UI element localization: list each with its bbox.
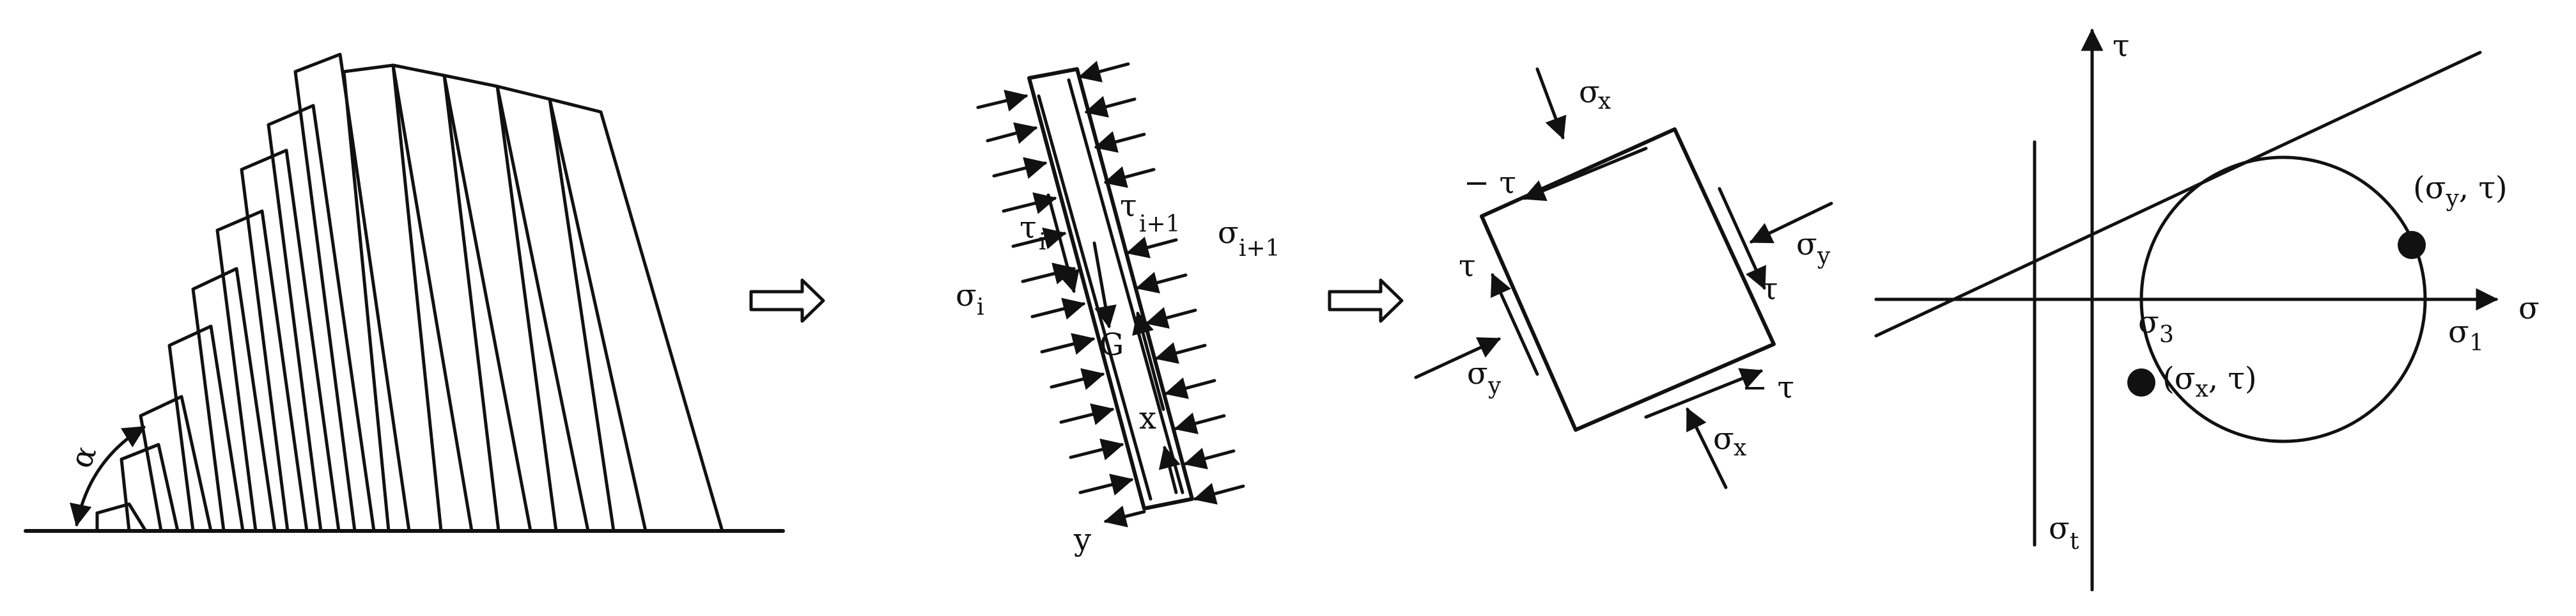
sigma-x-top-arrow [1535, 67, 1567, 140]
tau-right: τ [1761, 271, 1778, 307]
failure-envelope [1874, 51, 2482, 338]
angle-label: α [63, 441, 104, 473]
point-y-label: (σy, τ) [2413, 170, 2508, 212]
sigma-x-top-sub: x [1598, 88, 1611, 115]
sigma-i-arrows [976, 90, 1134, 496]
y-label: y [1073, 522, 1091, 558]
sigma-x-bottom: σ [1713, 421, 1734, 457]
sigma-y-left-arrow [1414, 337, 1501, 379]
sigma-i1-label: σ [1218, 215, 1239, 251]
sigma-axis-label: σ [2518, 290, 2540, 326]
tau-right-arrow [1718, 187, 1766, 290]
gravity-arrow [1092, 241, 1117, 329]
x-axis-arrow [1158, 445, 1181, 494]
rock-column [1027, 67, 1194, 510]
block-4 [167, 324, 245, 533]
tau-i1-sub: i+1 [1139, 211, 1181, 237]
tau-i1-label: τ [1120, 188, 1137, 224]
sigma-i1-arrows [1078, 60, 1245, 505]
tau-axis-label: τ [2113, 28, 2130, 64]
sigma-y-left-sub: y [1487, 373, 1501, 399]
sigma-y-right-arrow [1749, 201, 1833, 244]
tau-i-sub: i [1039, 229, 1046, 255]
point-sigma-x-tau [2127, 368, 2155, 397]
sigma-y-left: σ [1467, 356, 1488, 391]
angle-arc [70, 425, 146, 527]
rock-blocks [95, 52, 724, 533]
block-7 [240, 148, 341, 533]
sigmat-label: σ [2049, 510, 2070, 546]
hollow-arrow-1 [749, 278, 825, 323]
sigma3-label: σ [2138, 304, 2159, 340]
x-label: x [1139, 400, 1156, 436]
column-inner-left [1037, 94, 1152, 501]
point-sigma-y-tau [2398, 231, 2426, 259]
panel-block-slope: α [24, 52, 785, 533]
panel-stress-element: σ x − τ σ y τ τ σ y − τ σ x [1414, 67, 1833, 489]
tau-i-label: τ [1020, 210, 1037, 246]
sigma-i-label: σ [956, 278, 977, 313]
hollow-arrow-2 [1328, 278, 1404, 323]
block-13 [495, 84, 648, 533]
stress-element [1480, 127, 1776, 432]
neg-tau-bottom-arrow [1644, 368, 1764, 419]
sigma1-label: σ [2448, 314, 2469, 350]
block-1 [95, 502, 148, 533]
column-inner-right [1067, 78, 1184, 494]
neg-tau-bottom: − τ [1742, 370, 1794, 406]
sigma-i-sub: i [977, 294, 984, 320]
tau-left: τ [1459, 248, 1476, 284]
mohr-circle [2139, 155, 2427, 443]
block-5 [191, 267, 277, 533]
panel-column-forces: σ i σ i+1 τ i τ i+1 G x y [956, 60, 1280, 558]
gravity-label: G [1099, 327, 1124, 363]
block-14 [548, 97, 724, 533]
block-3 [139, 395, 213, 533]
sigma-x-top: σ [1579, 74, 1600, 110]
sigma-y-right-sub: y [1817, 243, 1831, 269]
point-x-label: (σx, τ) [2162, 361, 2257, 402]
neg-tau-top-arrow [1522, 146, 1648, 201]
sigma-i1-sub: i+1 [1239, 235, 1280, 262]
y-axis-arrow [1103, 505, 1146, 528]
tau-left-arrow [1491, 272, 1539, 376]
sigma-x-bottom-arrow [1686, 407, 1728, 489]
sigma-y-right: σ [1796, 226, 1817, 262]
panel-mohr-circle: τ σ σ 1 σ 3 σ t (σy, τ) (σx, τ) [1874, 28, 2540, 592]
sigmat-sub: t [2070, 528, 2079, 555]
block-6 [215, 209, 309, 533]
sigma1-sub: 1 [2469, 330, 2484, 356]
sigma3-sub: 3 [2159, 322, 2174, 348]
shear-arrow-right [1132, 311, 1165, 411]
sigma-x-bottom-sub: x [1734, 435, 1746, 461]
neg-tau-top: − τ [1464, 165, 1516, 201]
shear-arrow-left [1046, 193, 1080, 294]
block-11 [391, 63, 532, 533]
